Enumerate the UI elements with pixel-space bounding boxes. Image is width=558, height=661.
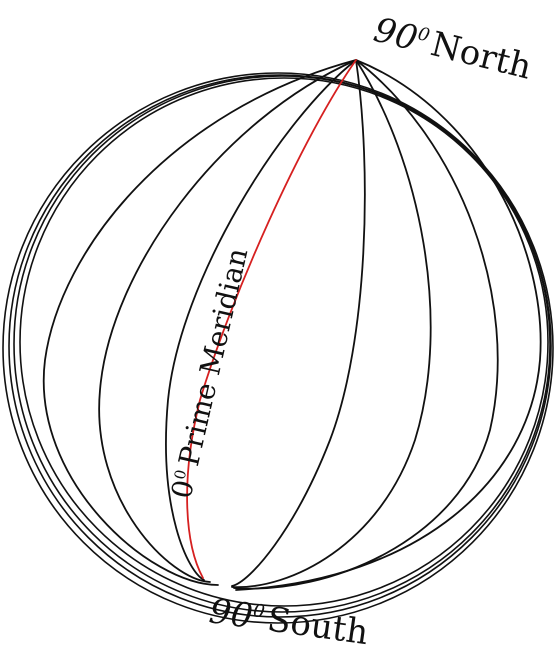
meridian-line xyxy=(232,60,431,587)
north-name: North xyxy=(427,24,536,87)
south-degree-mark: 0 xyxy=(252,600,266,622)
prime-meridian-label: 00Prime Meridian xyxy=(165,245,255,502)
south-pole-label: 900South xyxy=(207,591,371,653)
globe-outline-ring xyxy=(20,78,548,606)
prime-meridian-name: Prime Meridian xyxy=(172,245,254,469)
north-degree: 90 xyxy=(370,10,422,59)
south-degree: 90 xyxy=(207,591,255,637)
meridian-lines xyxy=(44,60,541,590)
globe-outline-ring xyxy=(14,76,550,612)
south-name: South xyxy=(265,599,371,653)
meridian-line xyxy=(232,60,365,586)
north-pole-label: 900North xyxy=(370,10,536,88)
